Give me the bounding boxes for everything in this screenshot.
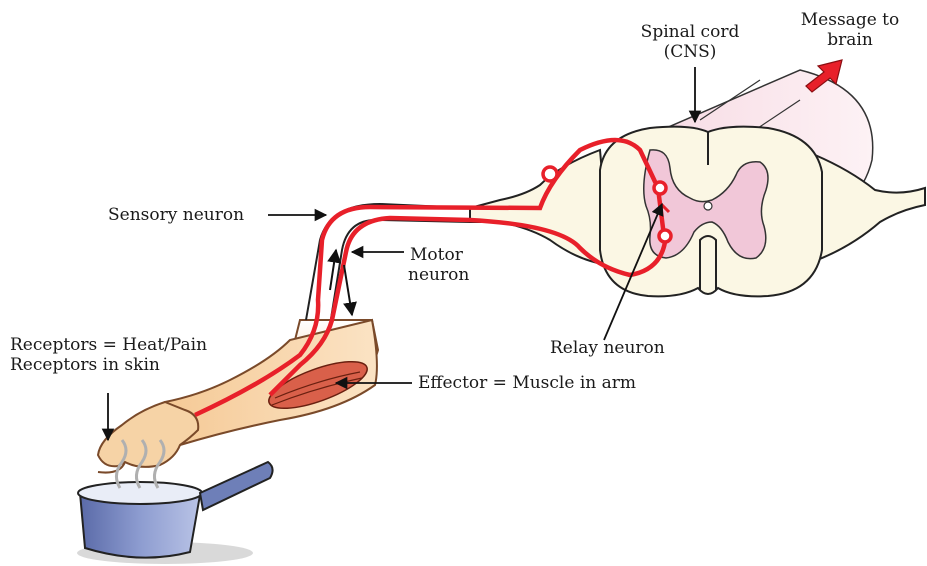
relay-neuron-label: Relay neuron [550,338,665,358]
spinal-cord-label: Spinal cord (CNS) [622,22,758,62]
receptors-label-line2: Receptors in skin [10,355,207,375]
spinal-cord-label-line2: (CNS) [622,42,758,62]
message-to-brain-label: Message to brain [786,10,914,50]
sensory-direction-arrow [330,250,336,290]
motor-neuron-label-line1: Motor [408,245,469,265]
receptors-label: Receptors = Heat/Pain Receptors in skin [10,335,207,375]
motor-neuron-cell-body [659,230,671,242]
motor-neuron-label-line2: neuron [408,265,469,285]
message-to-brain-label-line1: Message to [786,10,914,30]
sensory-neuron-label: Sensory neuron [108,205,244,225]
motor-neuron-label: Motor neuron [408,245,469,285]
hand [98,402,198,467]
receptors-label-line1: Receptors = Heat/Pain [10,335,207,355]
sensory-neuron-cell-body [543,167,557,181]
motor-direction-arrow [344,265,352,315]
spinal-cord-label-line1: Spinal cord [622,22,758,42]
message-to-brain-label-line2: brain [786,30,914,50]
relay-neuron-cell-body [654,182,666,194]
effector-label: Effector = Muscle in arm [418,373,636,393]
